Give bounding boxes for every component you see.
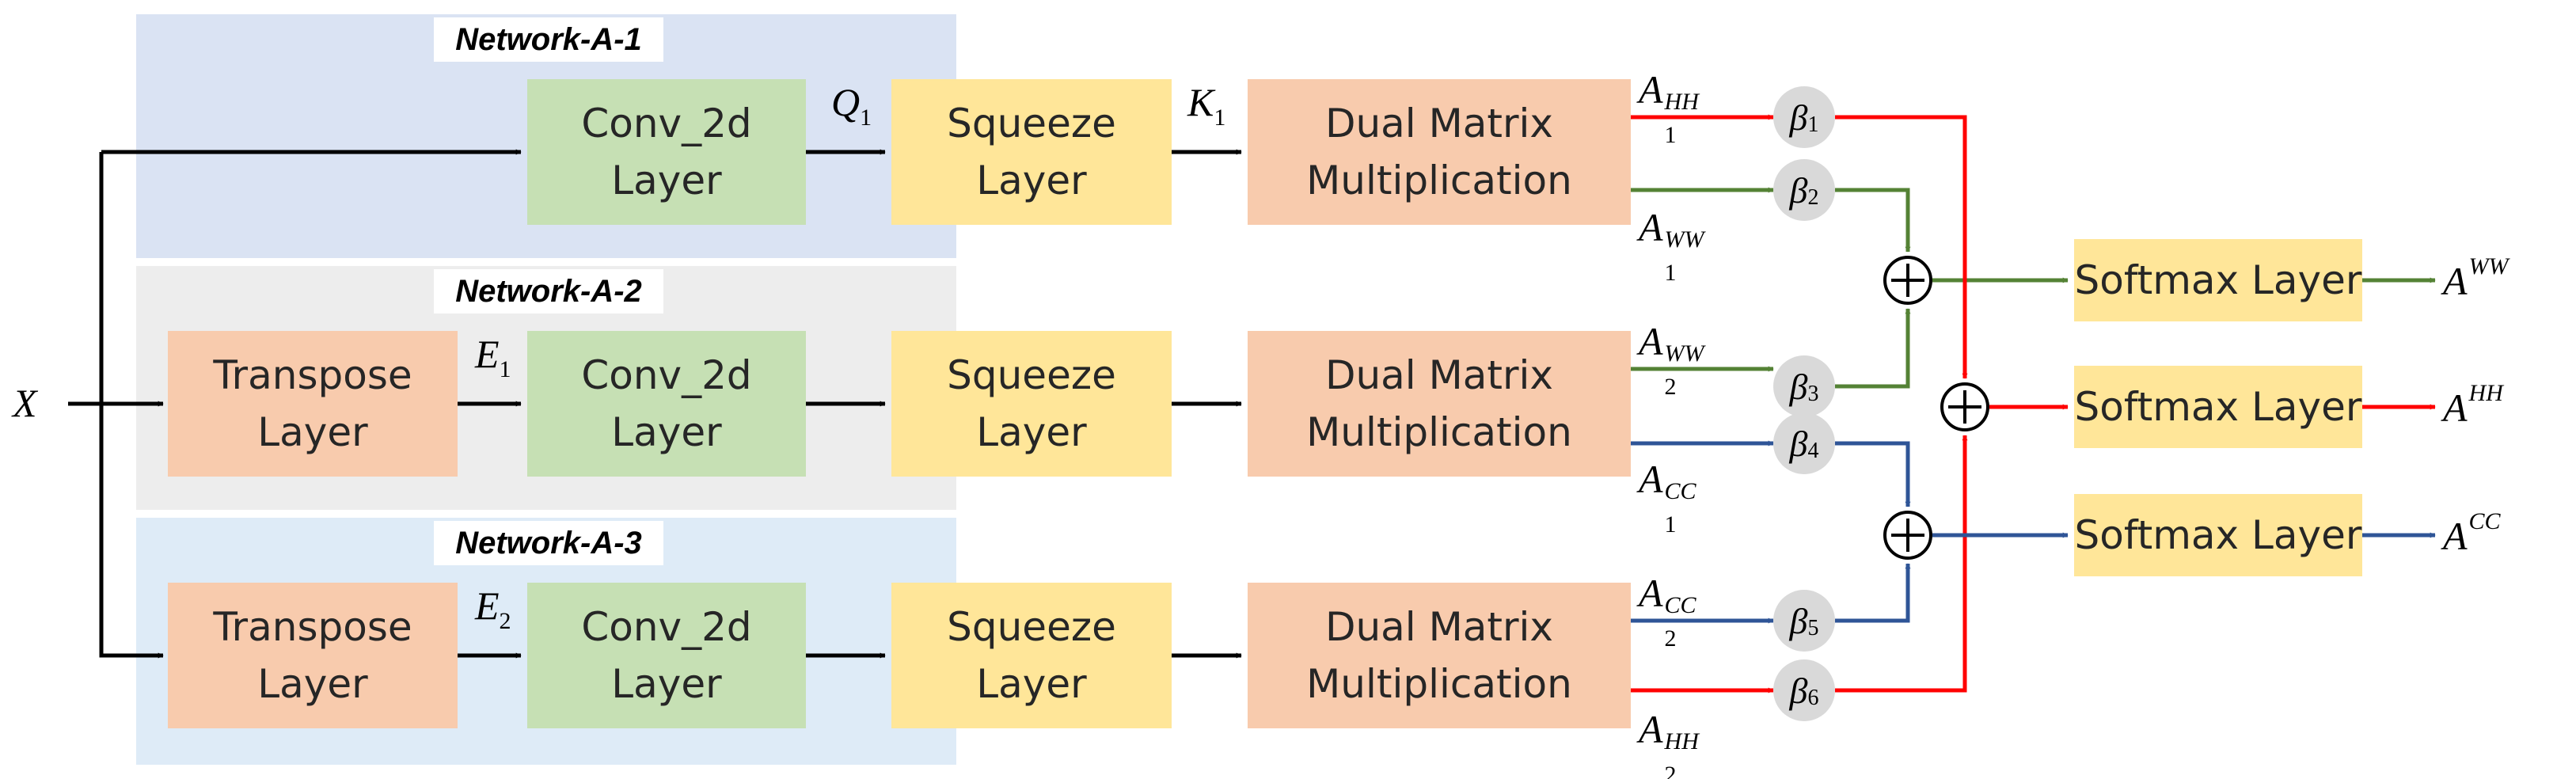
output-a-cc: ACC <box>2443 508 2501 558</box>
edge-label-e1: E1 <box>475 332 511 382</box>
output-a-ww: AWW <box>2443 253 2509 303</box>
arrow-beta4-to-oplus-cc <box>1835 441 1911 507</box>
arrow-beta5-to-oplus-cc <box>1835 563 1911 623</box>
arrow-x-to-transpose3 <box>99 404 164 659</box>
network-a-3-title: Network-A-3 <box>434 521 663 565</box>
arrow-beta1-to-oplus-hh <box>1835 115 1968 379</box>
edge-label-e2: E2 <box>475 583 511 634</box>
softmax-layer-cc: Softmax Layer <box>2074 494 2362 576</box>
network-a-2-title: Network-A-2 <box>434 269 663 314</box>
edge-label-k1: K1 <box>1187 80 1226 131</box>
edge-label-q1: Q1 <box>831 80 872 131</box>
softmax-layer-ww: Softmax Layer <box>2074 239 2362 321</box>
softmax-layer-hh: Softmax Layer <box>2074 366 2362 448</box>
output-a-hh: AHH <box>2443 380 2503 430</box>
oplus-ww-sum-icon <box>1883 256 1932 305</box>
arrow-beta3-to-oplus-ww <box>1835 308 1911 389</box>
arrow-beta6-to-oplus-hh <box>1835 435 1968 693</box>
network-a-1-title: Network-A-1 <box>434 17 663 62</box>
oplus-cc-sum-icon <box>1883 511 1932 560</box>
oplus-hh-sum-icon <box>1940 382 1989 431</box>
arrow-beta2-to-oplus-ww <box>1835 188 1911 253</box>
input-x-label: X <box>13 381 37 425</box>
